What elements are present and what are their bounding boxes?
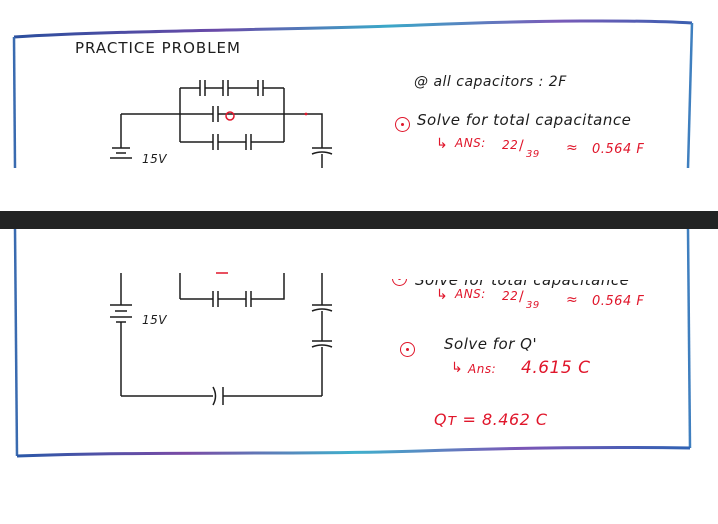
fraction-slash-icon: / <box>519 138 525 154</box>
top-panel: PRACTICE PROBLEM 15V @ all capacitors : … <box>0 0 718 168</box>
fraction-slash-icon: / <box>519 289 525 305</box>
bottom-circuit-diagram <box>110 272 333 406</box>
part1-fraction-den: 39 <box>526 149 540 160</box>
problem-title: PRACTICE PROBLEM <box>75 39 241 57</box>
bullet-icon <box>400 342 415 357</box>
frame-left-edge <box>12 36 17 168</box>
part1-answer-label: ANS: <box>455 136 486 150</box>
part1-answer-label: ANS: <box>455 287 486 301</box>
part2-prompt: Solve for Q' <box>444 335 538 353</box>
part1-approx-value: 0.564 F <box>592 294 645 309</box>
part1-prompt-cut: Solve for total capacitance <box>415 271 630 289</box>
frame-left-edge <box>13 229 19 457</box>
part1-approx-value: 0.564 F <box>592 142 645 157</box>
bottom-frame-and-circuit <box>13 229 692 458</box>
part2-answer-value: 4.615 C <box>521 358 591 378</box>
top-circuit-diagram <box>110 80 333 168</box>
total-charge: Qᴛ = 8.462 C <box>434 410 548 429</box>
node-marker-q <box>225 111 235 121</box>
given-note: @ all capacitors : 2F <box>414 74 567 90</box>
answer-arrow-icon: ↳ <box>451 360 464 376</box>
frame-right-edge <box>686 229 692 449</box>
frame-right-edge <box>686 22 694 168</box>
frame-top-edge <box>13 19 693 39</box>
part1-approx-symbol: ≈ <box>566 140 579 156</box>
bottom-panel: Solve for total capacitance ↳ ANS: 22 / … <box>0 229 718 524</box>
panel-divider <box>0 211 718 229</box>
answer-arrow-icon: ↳ <box>436 136 449 152</box>
part1-fraction-num: 22 <box>502 138 519 152</box>
answer-arrow-icon: ↳ <box>436 287 449 303</box>
part2-answer-label: Ans: <box>468 362 497 376</box>
voltage-label: 15V <box>142 313 167 327</box>
frame-bottom-edge <box>16 445 691 458</box>
bullet-icon <box>395 117 410 132</box>
red-dot <box>304 112 308 116</box>
top-frame-and-circuit <box>12 19 694 168</box>
part1-prompt: Solve for total capacitance <box>417 111 632 129</box>
voltage-label: 15V <box>142 152 167 166</box>
part1-fraction-num: 22 <box>502 289 519 303</box>
part1-fraction-den: 39 <box>526 300 540 311</box>
part1-approx-symbol: ≈ <box>566 292 579 308</box>
